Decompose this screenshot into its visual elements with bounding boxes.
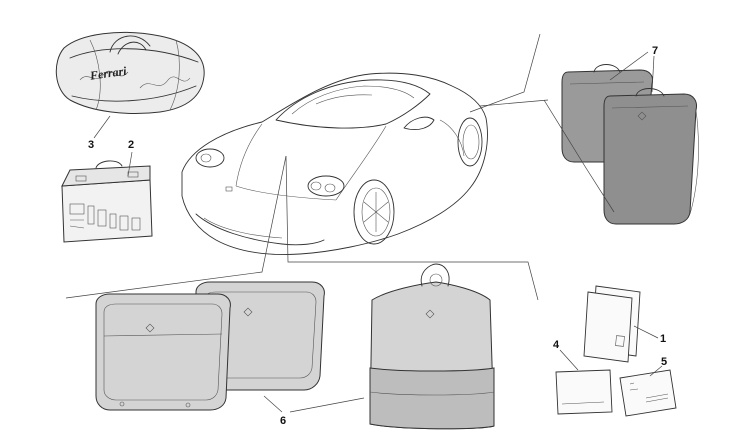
callout-6: 6	[280, 415, 286, 427]
owners-manual	[583, 285, 641, 363]
service-booklet	[619, 369, 677, 417]
callout-7: 7	[652, 45, 658, 57]
callout-1: 1	[660, 333, 666, 345]
car-illustration	[181, 72, 488, 255]
callout-5: 5	[661, 356, 667, 368]
tool-kit-case	[61, 160, 153, 243]
callout-2: 2	[128, 139, 134, 151]
callout-3: 3	[88, 139, 94, 151]
car-cover-bag: Ferrari	[55, 31, 205, 114]
callout-4: 4	[553, 339, 560, 351]
leader-lines	[65, 33, 663, 413]
rear-cases-set	[561, 64, 699, 225]
warranty-booklet	[555, 369, 613, 415]
callout-labels: 1 2 3 4 5 6 7	[88, 45, 667, 427]
front-cases-set	[95, 263, 495, 430]
bag-brand-logo: Ferrari	[88, 64, 128, 83]
